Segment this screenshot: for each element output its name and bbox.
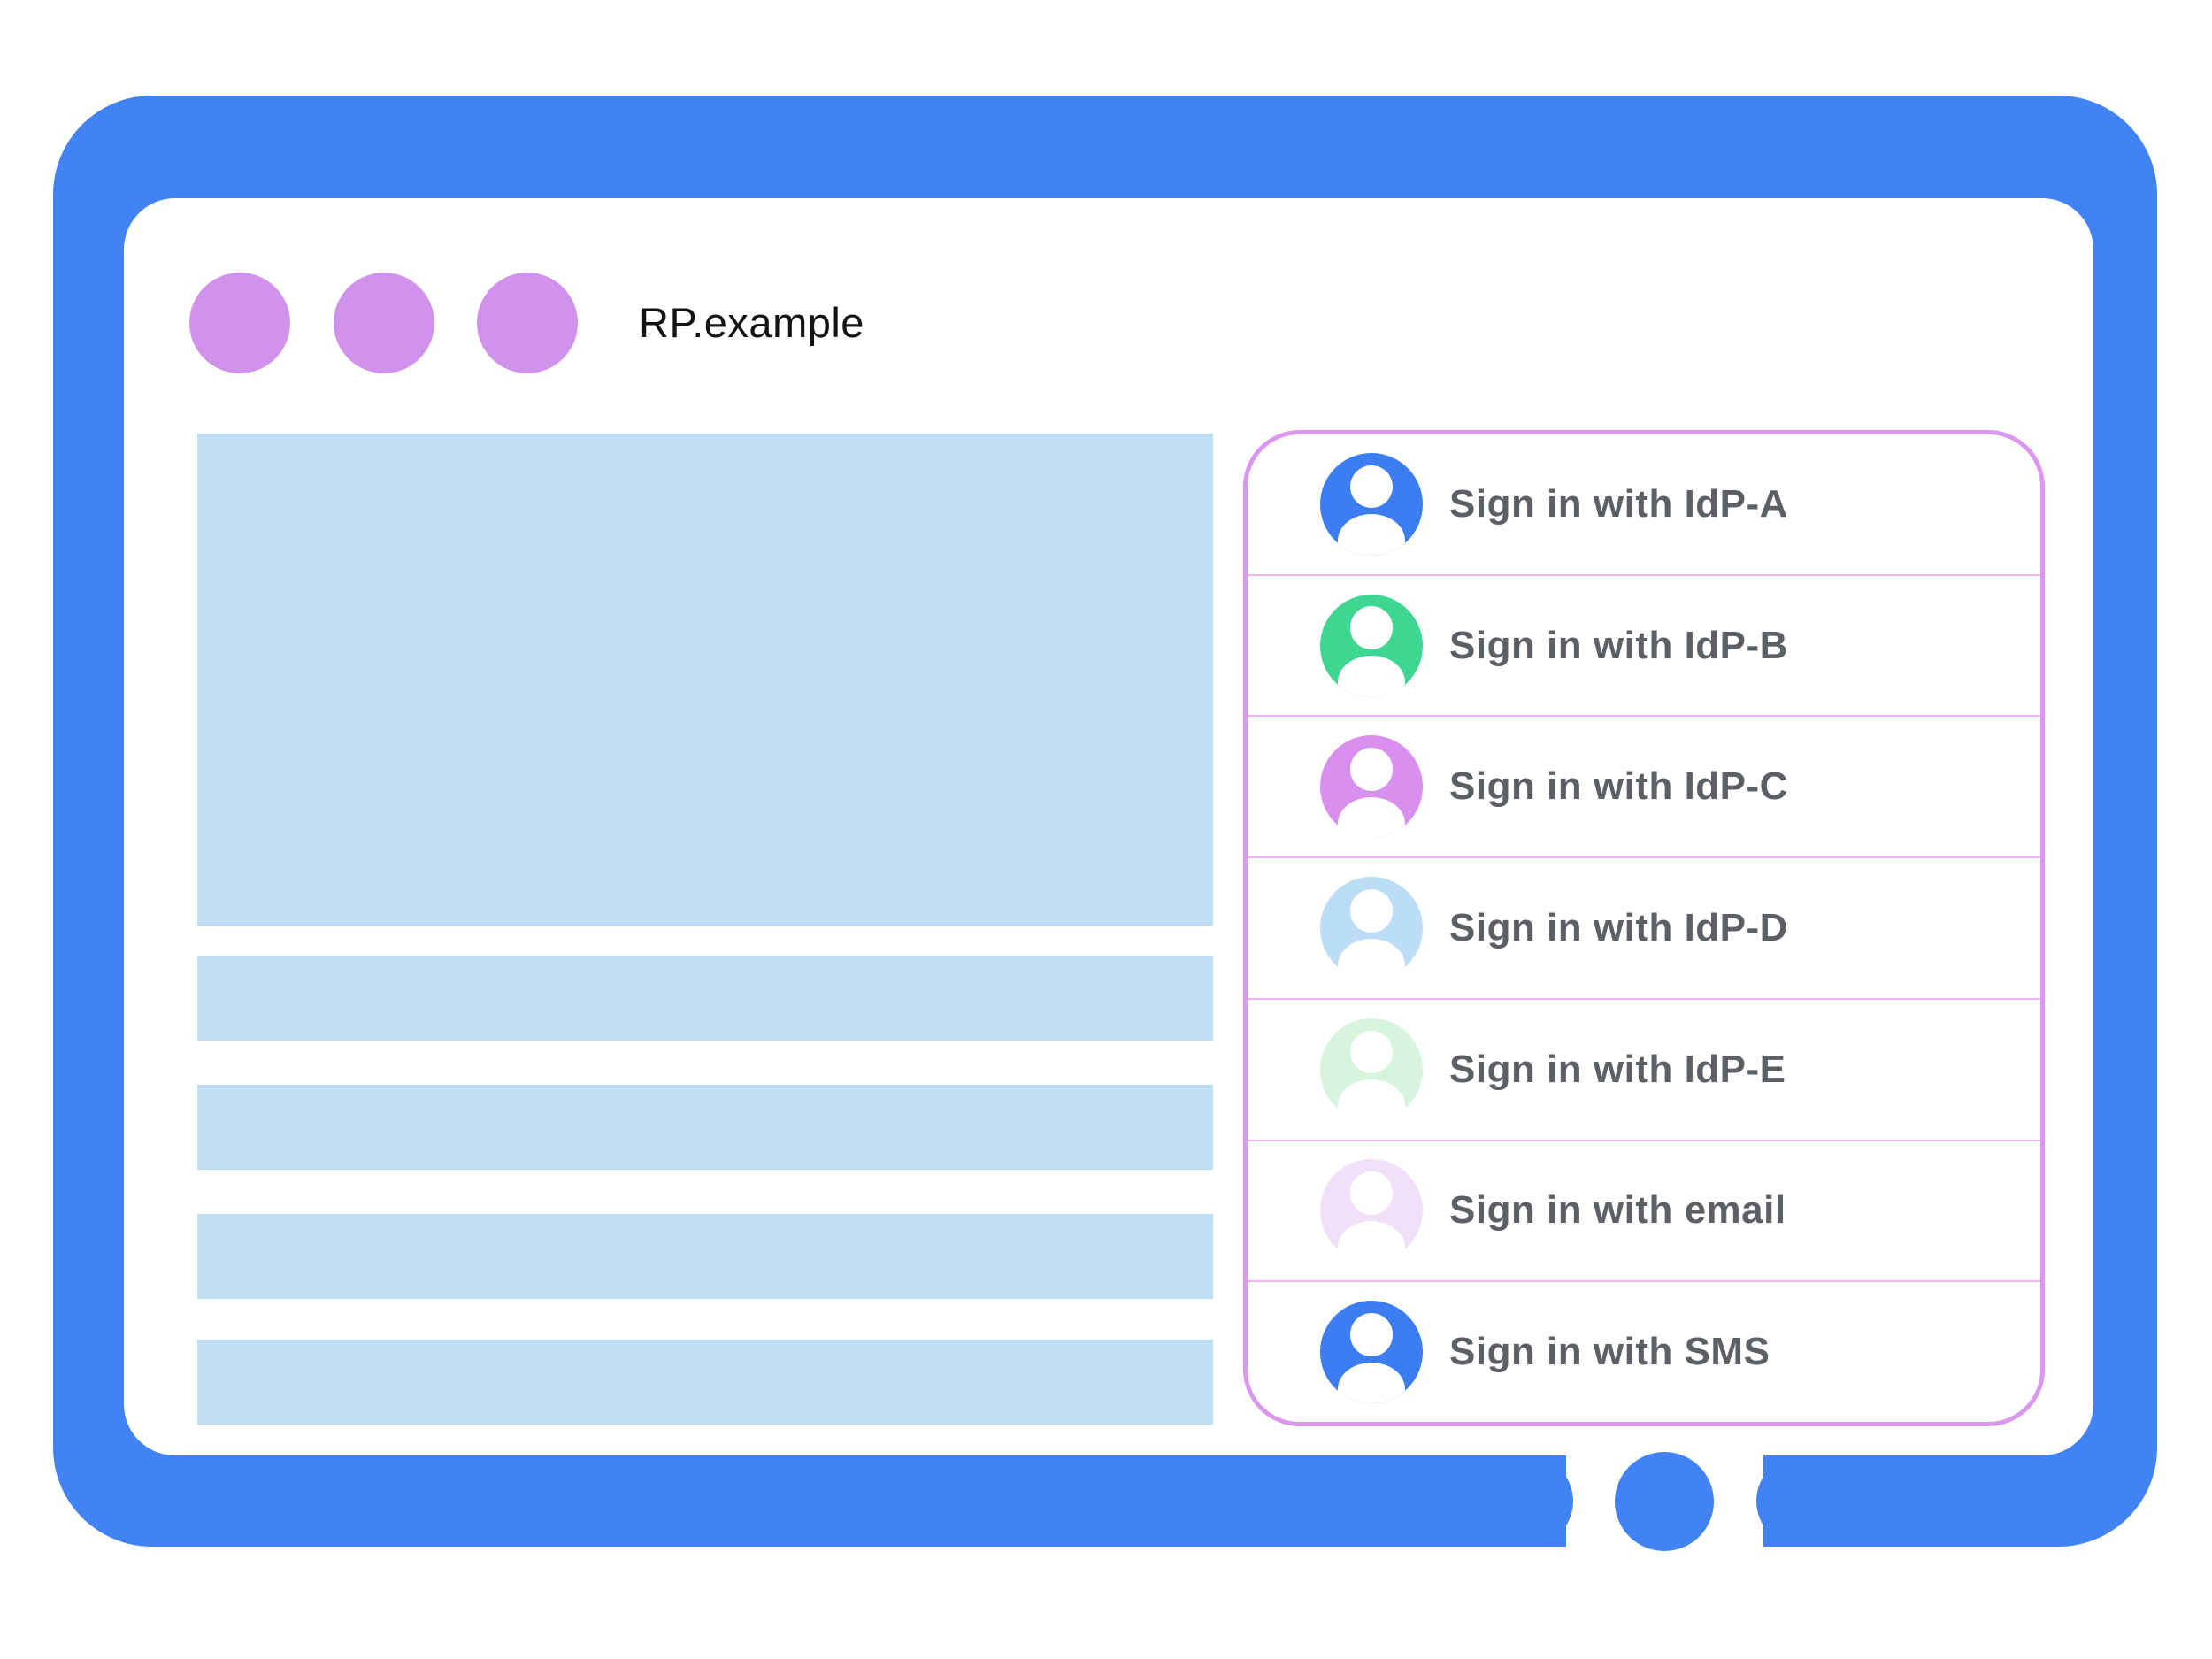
window-control-dot-icon [189,273,290,373]
signin-option-label: Sign in with IdP-B [1449,623,1788,667]
signin-option[interactable]: Sign in with IdP-B [1248,576,2040,718]
frame-bottom-cap-left [1460,1455,1573,1547]
person-icon [1320,452,1423,556]
content-placeholder-bar [197,956,1213,1041]
content-placeholder-bar [197,1085,1213,1170]
window-control-dot-icon [477,273,578,373]
signin-option[interactable]: Sign in with IdP-E [1248,1000,2040,1141]
person-icon [1320,594,1423,697]
content-placeholder-bar [197,1340,1213,1425]
content-placeholder-bar [197,1214,1213,1299]
person-icon [1320,1301,1423,1404]
person-icon [1320,877,1423,980]
person-icon [1320,735,1423,839]
signin-option-label: Sign in with email [1449,1188,1786,1233]
signin-option[interactable]: Sign in with IdP-C [1248,717,2040,859]
frame-bottom-cap-right [1756,1455,1871,1547]
signin-panel: Sign in with IdP-A Sign in with IdP-B Si… [1243,430,2045,1426]
home-button [1615,1452,1714,1551]
signin-option[interactable]: Sign in with email [1248,1141,2040,1283]
signin-option-label: Sign in with IdP-A [1449,481,1788,526]
site-title: RP.example [639,299,864,346]
signin-option[interactable]: Sign in with IdP-D [1248,858,2040,1000]
window-control-dot-icon [334,273,434,373]
signin-option-label: Sign in with SMS [1449,1330,1770,1374]
signin-option-label: Sign in with IdP-E [1449,1047,1786,1091]
signin-option[interactable]: Sign in with IdP-A [1248,434,2040,576]
signin-option-label: Sign in with IdP-C [1449,764,1788,809]
signin-option[interactable]: Sign in with SMS [1248,1282,2040,1422]
content-placeholder-hero [197,434,1213,926]
person-icon [1320,1159,1423,1263]
person-icon [1320,1018,1423,1121]
signin-option-label: Sign in with IdP-D [1449,906,1788,950]
